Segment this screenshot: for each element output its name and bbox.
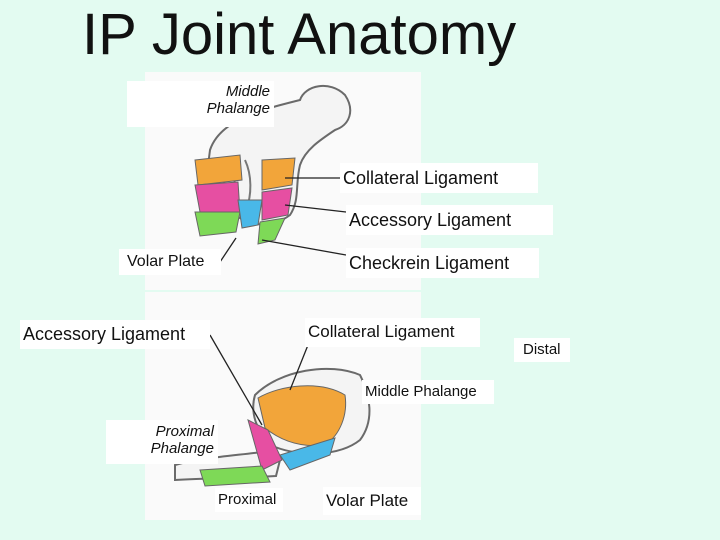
bottom-collateral-ligament [257, 385, 347, 447]
top-accessory-ligament [194, 181, 241, 213]
label-volar-plate-bottom: Volar Plate [323, 487, 421, 515]
leader-collateral-bottom [289, 344, 309, 391]
slide-title: IP Joint Anatomy [82, 2, 517, 67]
bottom-accessory-ligament [247, 419, 283, 471]
leader-accessory-bottom [209, 334, 263, 426]
leader-checkrein [261, 239, 347, 256]
label-distal: Distal [514, 338, 570, 362]
label-accessory-ligament-bottom: Accessory Ligament [20, 320, 210, 349]
label-middle-phalange-bottom: Middle Phalange [362, 380, 494, 404]
label-collateral-ligament-bottom: Collateral Ligament [305, 318, 480, 347]
top-checkrein-ligament [237, 199, 263, 229]
bottom-volar-plate [199, 465, 271, 487]
label-volar-plate-top: Volar Plate [119, 249, 221, 275]
top-collateral-ligament-2 [261, 157, 296, 191]
leader-volar-plate-top [219, 237, 237, 263]
label-proximal-phalange: Proximal Phalange [106, 420, 218, 464]
label-collateral-ligament-top: Collateral Ligament [340, 163, 538, 193]
bottom-checkrein-ligament [279, 437, 336, 471]
leader-accessory-top [284, 204, 347, 213]
top-collateral-ligament [194, 154, 243, 186]
label-proximal: Proximal [215, 488, 283, 512]
top-volar-plate [194, 211, 241, 237]
top-accessory-ligament-2 [261, 187, 293, 221]
label-middle-phalange-top: Middle Phalange [127, 81, 274, 127]
label-accessory-ligament-top: Accessory Ligament [346, 205, 553, 235]
top-volar-plate-2 [257, 217, 286, 245]
label-checkrein-ligament: Checkrein Ligament [346, 248, 539, 278]
